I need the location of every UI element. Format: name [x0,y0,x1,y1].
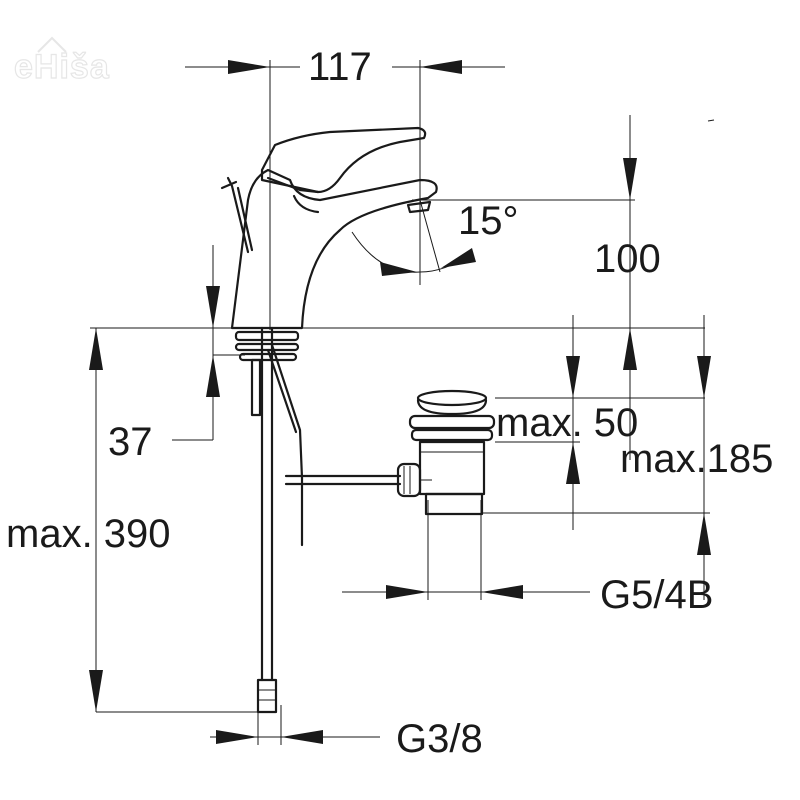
watermark-text: eHiša [14,48,110,86]
dim-117-label: 117 [308,45,372,89]
dim-37-label: 37 [108,420,153,464]
faucet-body [220,126,438,330]
dim-max50-label: max. 50 [496,401,638,445]
waste-drain [396,389,496,516]
dimension-arrows [89,60,711,744]
dim-g54b-label: G5/4B [600,573,713,617]
dimension-labels: 117 15° 100 37 max. 50 max.185 max. 390 … [6,45,773,761]
ehisa-logo-watermark: eHiša [13,36,110,87]
dim-angle-label: 15° [458,199,519,243]
dim-g38-label: G3/8 [396,717,483,761]
dim-max185-label: max.185 [620,437,773,481]
dim-100-label: 100 [594,237,661,281]
mounting-hardware [234,326,402,714]
stray-mark [707,119,715,122]
dim-max390-label: max. 390 [6,512,171,556]
